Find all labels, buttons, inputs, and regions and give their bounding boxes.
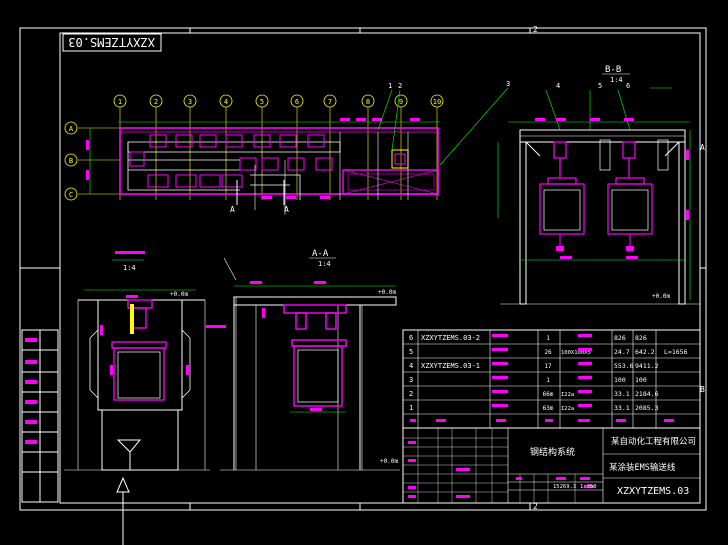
callout-4: 4 [556,82,560,90]
grid-column-label: 8 [366,98,370,106]
grid-column-bubble [430,94,444,108]
title-project: 某涂装EMS输送线 [609,462,676,473]
bom-cell-spec: I22a [561,406,574,412]
grid-column-bubble [149,94,163,108]
zone-number-bottom: 2 [533,502,538,511]
bom-cell-qty: 26 [544,349,552,356]
bom-cell-no: 1 [409,404,413,412]
bom-cell-w1: 553.6 [614,362,634,370]
bom-cell-note: L=1656 [664,348,688,356]
bom-cell-qty: 66m [543,391,554,398]
level-aa-bottom: +0.0m [380,458,398,465]
grid-row-bubble [64,187,78,201]
bom-cell-qty: 1 [546,335,550,342]
section-aa-title: A-A [312,249,329,259]
grid-column-bubble [113,94,127,108]
binding-strip [21,329,59,503]
bom-cell-no: 2 [409,390,413,398]
section-bb-view: B-B 1:4 [497,65,700,305]
bom-cell-w2: 826 [635,334,647,342]
bom-cell-qty: 63m [543,405,554,412]
section-pit-scale: 1:4 [123,264,136,272]
grid-column-bubble [183,94,197,108]
zone-letter-b: B [700,385,705,394]
callout-5: 5 [598,82,602,90]
callout-1: 1 [388,82,392,90]
bom-table: 6 XZXYTZEMS.03-2 1 826 826 5 26 24.7 642.2 L=1656… [402,329,701,429]
grid-column-label: 10 [433,98,441,106]
bom-cell-w1: 33.1 [614,390,630,398]
section-marker-right: A [284,205,289,214]
sheet-border-outer [19,27,707,511]
grid-column-label: 1 [118,98,122,106]
bom-cell-code: XZXYTZEMS.03-1 [421,362,480,370]
grid-column-bubble [219,94,233,108]
bom-cell-w1: 33.1 [614,404,630,412]
bom-cell-code: XZXYTZEMS.03-2 [421,334,480,342]
section-aa-view: A-A 1:4 +0.0m +0.0m [220,249,400,471]
bom-cell-w2: 642.2 [635,348,655,356]
grid-row-label: C [69,191,73,199]
bom-cell-w1: 24.7 [614,348,630,356]
title-block: 钢结构系统 某自动化工程有限公司 某涂装EMS输送线 XZXYTZEMS.03 … [402,427,701,504]
level-pit: +0.0m [170,291,188,298]
bom-cell-spec: 100X100X5 [561,350,591,356]
grid-row-bubble [64,121,78,135]
grid-column-label: 9 [399,98,403,106]
section-bb-scale: 1:4 [610,76,623,84]
level-bb: +0.0m [652,293,670,300]
bom-cell-qty: 1 [546,377,550,384]
section-aa-scale: 1:4 [318,260,331,268]
zone-letter-a: A [700,143,705,152]
callout-3: 3 [506,80,510,88]
grid-row-label: A [69,125,74,133]
grid-column-bubble [255,94,269,108]
bom-cell-w2: 2085.3 [635,404,659,412]
grid-column-label: 2 [154,98,158,106]
grid-row-label: B [69,157,73,165]
grid-column-label: 5 [260,98,264,106]
callout-6: 6 [626,82,630,90]
bom-cell-w1: 826 [614,334,626,342]
level-aa-top: +0.0m [378,289,396,296]
grid-column-label: 6 [295,98,299,106]
title-scale: 1:350 [580,484,597,490]
title-company: 某自动化工程有限公司 [611,436,696,447]
stamp-box [62,33,162,52]
plan-row-bubbles: A B C [64,121,78,201]
grid-column-bubble [323,94,337,108]
grid-column-label: 3 [188,98,192,106]
stamp-mirrored: XZXYTZEMS.03 [68,35,155,49]
bom-cell-no: 3 [409,376,413,384]
plan-column-bubbles: 1 2 3 4 5 6 7 8 9 10 [113,94,444,108]
zone-number-top: 2 [533,25,538,34]
bom-cell-w2: 2184.6 [635,390,659,398]
bom-cell-no: 6 [409,334,413,342]
bom-cell-w2: 9411.2 [635,362,659,370]
grid-column-bubble [361,94,375,108]
plan-grid-lines [78,107,438,200]
title-drawing-number: XZXYTZEMS.03 [617,486,689,497]
binding-strip-labels [25,338,37,444]
bom-cell-w1: 100 [614,376,626,384]
grid-column-bubble [290,94,304,108]
grid-column-label: 7 [328,98,332,106]
title-part-name: 钢结构系统 [530,446,575,458]
bom-cell-w2: 100 [635,376,647,384]
grid-column-bubble [394,94,408,108]
bom-cell-no: 5 [409,348,413,356]
section-pit-view: 1:4 +0.0m [64,251,226,545]
bom-cell-no: 4 [409,362,413,370]
callout-2: 2 [398,82,402,90]
section-bb-title: B-B [605,65,621,75]
bom-cell-qty: 17 [544,363,552,370]
section-marker-left: A [230,205,235,214]
grid-row-bubble [64,153,78,167]
grid-column-label: 4 [224,98,228,106]
bom-cell-spec: I22a [561,392,574,398]
title-weight: 15269.3 [553,484,576,490]
